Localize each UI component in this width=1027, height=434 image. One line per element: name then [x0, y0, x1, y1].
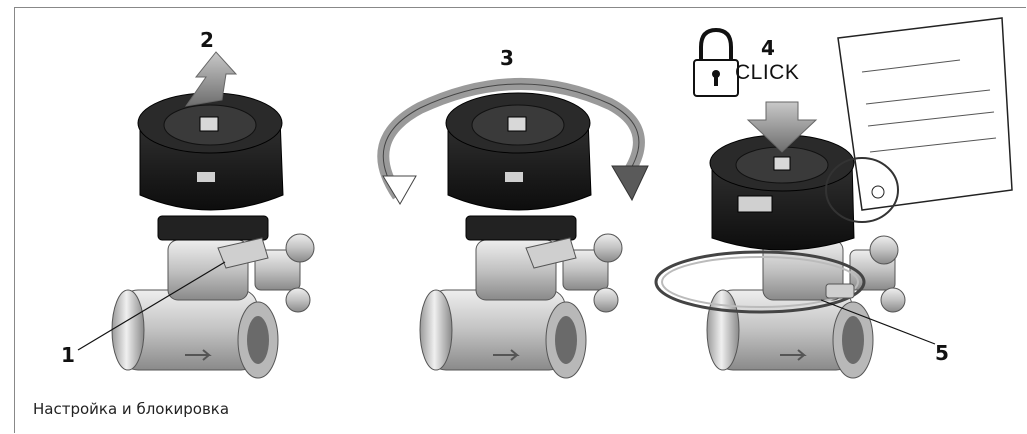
- seal-tag: [825, 17, 1013, 223]
- step-number-4: 4: [761, 36, 775, 60]
- valve-step-5: [654, 17, 1013, 379]
- step-number-3: 3: [500, 46, 514, 70]
- step-number-5: 5: [935, 341, 949, 365]
- padlock-icon: [693, 27, 739, 97]
- click-label: CLICK: [735, 61, 800, 84]
- figure-frame: [14, 7, 1026, 433]
- figure-caption: Настройка и блокировка: [33, 400, 230, 418]
- step-number-1: 1: [61, 343, 75, 367]
- step-number-2: 2: [200, 28, 214, 52]
- valve-step-1: [77, 51, 315, 379]
- valve-step-3: [377, 77, 649, 379]
